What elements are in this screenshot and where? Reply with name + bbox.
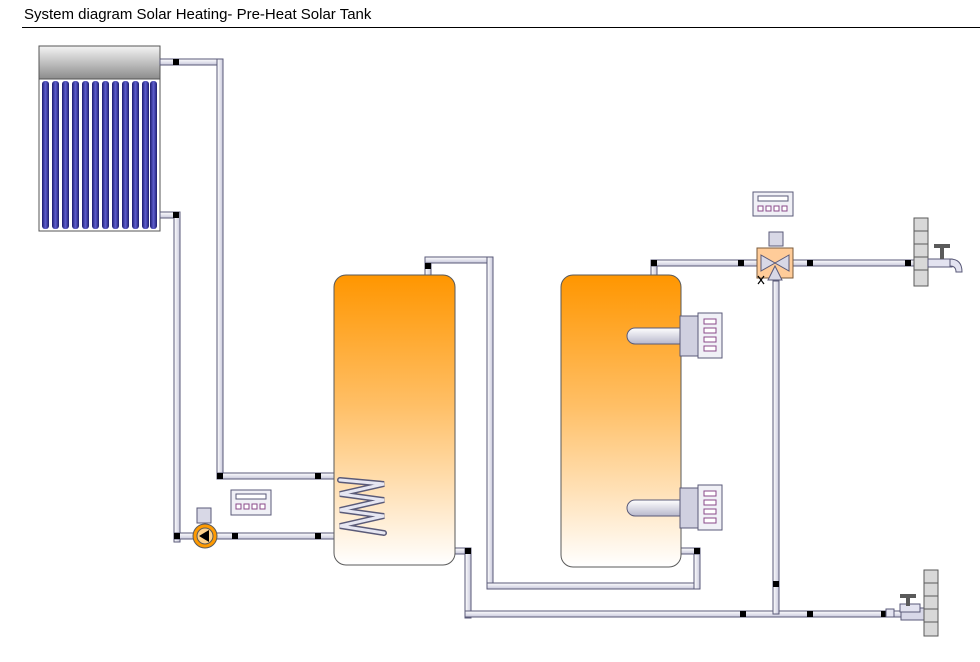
pipe-joints bbox=[173, 59, 911, 617]
solar-collector bbox=[38, 45, 161, 232]
pipe-cold-down bbox=[464, 547, 472, 619]
pipe-transfer-down bbox=[486, 256, 494, 590]
auxiliary-hot-water-tank bbox=[560, 274, 723, 568]
thermostatic-mixing-valve bbox=[756, 231, 794, 285]
collector-frame bbox=[38, 78, 161, 232]
preheat-solar-tank bbox=[333, 274, 456, 566]
solar-controller bbox=[230, 489, 272, 516]
pipe-tank1-top-run bbox=[424, 256, 494, 264]
pipe-cold-bypass bbox=[772, 280, 780, 615]
pump-direction-arrow-icon bbox=[199, 530, 209, 542]
pipe-collector-flow-down bbox=[216, 58, 224, 480]
heat-exchanger-coil-inner bbox=[338, 478, 386, 535]
circulation-pump bbox=[192, 507, 218, 549]
upper-immersion-heater bbox=[626, 312, 723, 359]
collector-header bbox=[38, 45, 161, 80]
hot-water-tap bbox=[913, 217, 963, 287]
pipe-collector-return-down bbox=[173, 211, 181, 543]
cold-water-supply-valve bbox=[885, 569, 939, 637]
collector-tubes bbox=[42, 81, 157, 229]
mixing-valve-controller bbox=[752, 191, 794, 217]
title-underline bbox=[22, 27, 980, 28]
pipe-transfer-bottom bbox=[486, 582, 701, 590]
lower-immersion-heater bbox=[626, 484, 723, 531]
pipe-cold-main bbox=[464, 610, 902, 618]
page-title: System diagram Solar Heating- Pre-Heat S… bbox=[24, 6, 372, 23]
pipe-collector-flow-top bbox=[159, 58, 223, 66]
pipes bbox=[159, 58, 926, 621]
pipe-hot-to-valve bbox=[650, 259, 762, 267]
